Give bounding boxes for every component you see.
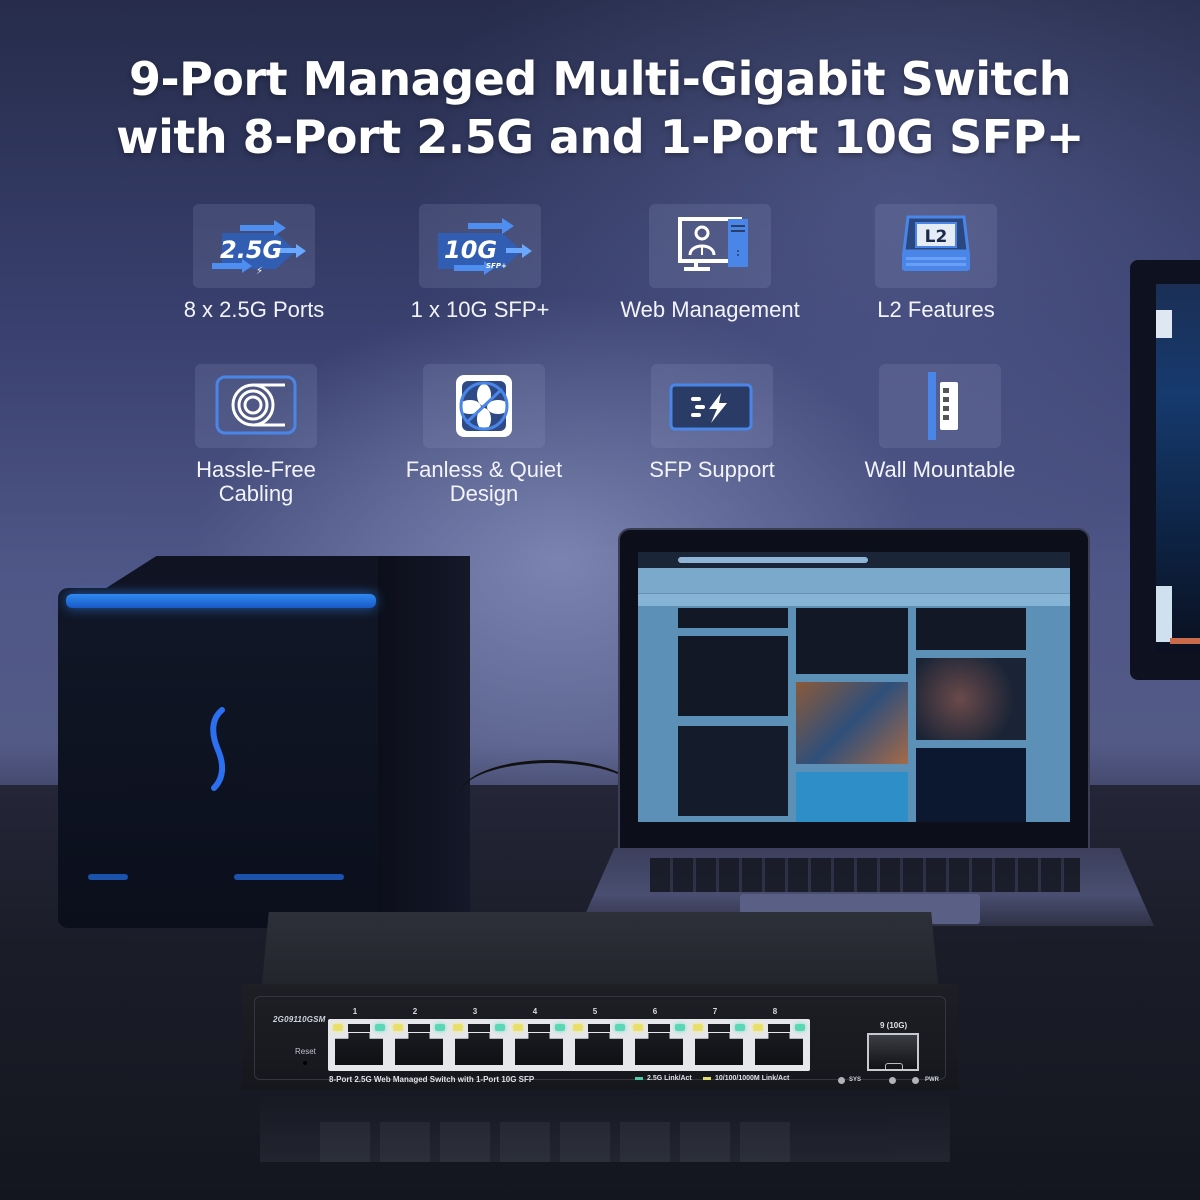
title-line-2: with 8-Port 2.5G and 1-Port 10G SFP+ xyxy=(116,110,1084,164)
cable-coil-icon xyxy=(215,375,297,435)
sys-label: SYS xyxy=(849,1077,862,1083)
legend-1g: 10/100/1000M Link/Act xyxy=(703,1075,789,1082)
feature-wall-mountable: Wall Mountable xyxy=(830,364,1050,482)
port-number: 8 xyxy=(772,1007,778,1016)
switch-top-cover xyxy=(262,912,938,984)
port-number: 6 xyxy=(652,1007,658,1016)
no-fan-icon xyxy=(456,375,512,437)
rj45-port-7[interactable] xyxy=(692,1023,746,1067)
green-swatch-icon xyxy=(635,1077,643,1080)
rj45-port-5[interactable] xyxy=(572,1023,626,1067)
feature-label: L2 Features xyxy=(877,297,995,322)
port-number: 5 xyxy=(592,1007,598,1016)
feature-10g-sfp: 10G SFP+ 1 x 10G SFP+ xyxy=(370,204,590,322)
led-yellow xyxy=(333,1024,343,1031)
rj45-port-6[interactable] xyxy=(632,1023,686,1067)
speed-2-5g-icon: 2.5G ⚡ xyxy=(212,220,306,277)
rj45-port-bank xyxy=(328,1019,810,1071)
title-line-1: 9-Port Managed Multi-Gigabit Switch xyxy=(128,52,1072,106)
feature-sfp-support: SFP Support xyxy=(602,364,822,482)
page-title: 9-Port Managed Multi-Gigabit Switch with… xyxy=(0,50,1200,166)
led-green xyxy=(375,1024,385,1031)
switch-reflection xyxy=(260,1092,950,1162)
feature-label: Web Management xyxy=(620,297,800,322)
port-number: 7 xyxy=(712,1007,718,1016)
svg-text:2.5G: 2.5G xyxy=(220,236,282,264)
sys-led xyxy=(838,1077,845,1084)
rj45-port-4[interactable] xyxy=(512,1023,566,1067)
sfp-port-9[interactable] xyxy=(867,1033,919,1071)
wall-mount-icon xyxy=(928,372,958,440)
enclosure-light-bar xyxy=(66,594,376,608)
background-monitor xyxy=(1130,260,1200,680)
reset-button[interactable] xyxy=(303,1061,307,1065)
rj45-port-2[interactable] xyxy=(392,1023,446,1067)
svg-text:10G: 10G xyxy=(444,236,497,264)
port-number: 3 xyxy=(472,1007,478,1016)
feature-label: SFP Support xyxy=(649,457,775,482)
rj45-port-3[interactable] xyxy=(452,1023,506,1067)
svg-text:⚡: ⚡ xyxy=(256,266,263,277)
sfp-port-label: 9 (10G) xyxy=(880,1021,908,1030)
port-number: 1 xyxy=(352,1007,358,1016)
yellow-swatch-icon xyxy=(703,1077,711,1080)
enclosure-s-logo-icon xyxy=(210,707,226,791)
feature-2-5g-ports: 2.5G ⚡ 8 x 2.5G Ports xyxy=(144,204,364,322)
feature-web-management: Web Management xyxy=(600,204,820,322)
feature-label: Wall Mountable xyxy=(864,457,1016,482)
rj45-port-1[interactable] xyxy=(332,1023,386,1067)
laptop-screen xyxy=(618,528,1090,850)
l2-switch-icon: L2 xyxy=(902,215,970,271)
speed-10g-sfp-icon: 10G SFP+ xyxy=(438,218,532,275)
svg-text:SFP+: SFP+ xyxy=(486,262,507,270)
cable xyxy=(460,760,640,830)
status-led xyxy=(889,1077,896,1084)
port-number: 2 xyxy=(412,1007,418,1016)
svg-text:L2: L2 xyxy=(925,227,948,247)
web-management-computer-icon xyxy=(678,217,748,271)
switch-front-panel: 2G09110GSM Reset 1 2 3 4 5 6 7 8 8-Port … xyxy=(242,984,958,1090)
pwr-led xyxy=(912,1077,919,1084)
port-number: 4 xyxy=(532,1007,538,1016)
legend-2-5g: 2.5G Link/Act xyxy=(635,1075,692,1082)
network-switch: 2G09110GSM Reset 1 2 3 4 5 6 7 8 8-Port … xyxy=(242,912,958,1090)
feature-label: 8 x 2.5G Ports xyxy=(183,297,325,322)
feature-l2: L2 L2 Features xyxy=(826,204,1046,322)
pwr-label: PWR xyxy=(925,1077,939,1083)
model-number: 2G09110GSM xyxy=(273,1015,326,1024)
reset-label: Reset xyxy=(295,1047,316,1056)
rj45-port-8[interactable] xyxy=(752,1023,806,1067)
switch-caption: 8-Port 2.5G Web Managed Switch with 1-Po… xyxy=(329,1075,535,1084)
sfp-module-icon xyxy=(669,383,753,431)
feature-label: 1 x 10G SFP+ xyxy=(410,297,550,322)
external-enclosure xyxy=(58,556,470,928)
